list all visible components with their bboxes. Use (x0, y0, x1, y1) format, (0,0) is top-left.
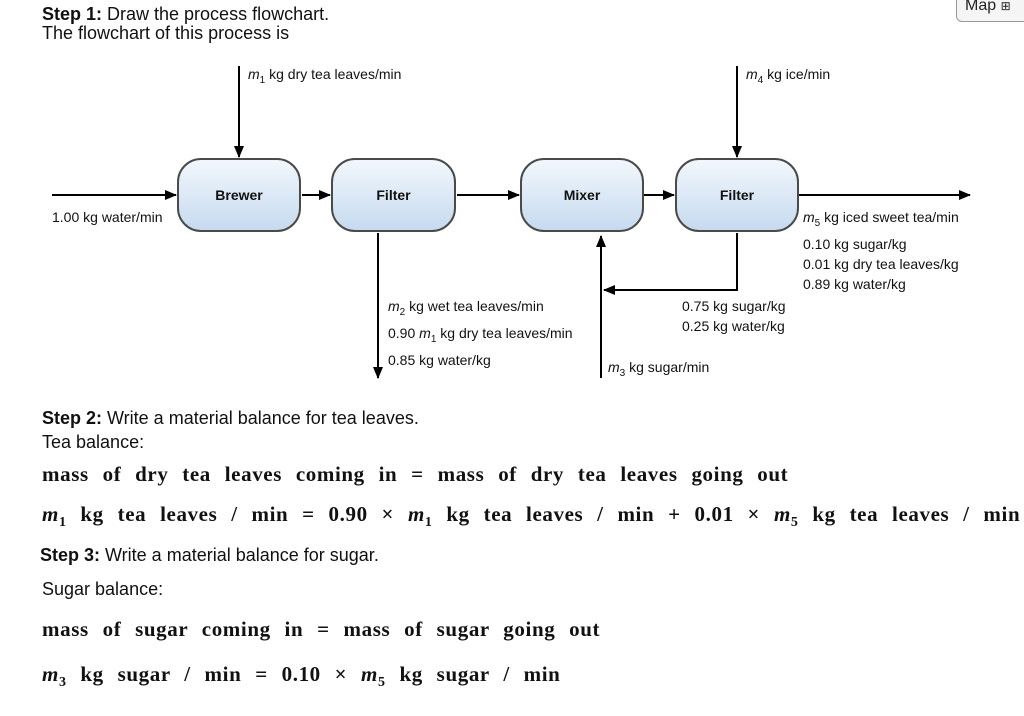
ice-feed-label: m4 kg ice/min (746, 66, 831, 86)
water-feed-label: 1.00 kg water/min (52, 209, 163, 225)
sugar-balance-equation-2: m3 kg sugar / min = 0.10 × m5 kg sugar /… (42, 662, 561, 691)
tea-feed-label: m1 kg dry tea leaves/min (248, 66, 402, 86)
tree-map-icon: ⊞ (1000, 0, 1011, 13)
mixer-unit: Mixer (520, 158, 644, 232)
flowchart-intro: The flowchart of this process is (42, 23, 290, 43)
step1-bold: Step 1: (42, 4, 103, 24)
filter-unit-1: Filter (331, 158, 456, 232)
wet-leaves-label: m2 kg wet tea leaves/min 0.90 m1 kg dry … (388, 298, 573, 368)
tea-balance-label: Tea balance: (42, 432, 145, 452)
sugar-feed-label: m3 kg sugar/min (608, 359, 710, 379)
map-button-label: Map (965, 0, 997, 14)
step3-heading: Step 3: Write a material balance for sug… (40, 545, 379, 565)
tea-balance-equation-2: m1 kg tea leaves / min = 0.90 × m1 kg te… (42, 502, 1021, 531)
sugar-balance-equation-1: mass of sugar coming in = mass of sugar … (42, 617, 601, 641)
brewer-label: Brewer (215, 187, 263, 203)
step1-text: Draw the process flowchart. (102, 4, 330, 24)
filter1-label: Filter (376, 187, 411, 203)
sugar-balance-label: Sugar balance: (42, 579, 164, 599)
step2-heading: Step 2: Write a material balance for tea… (42, 408, 419, 428)
brewer-unit: Brewer (177, 158, 301, 232)
tea-balance-equation-1: mass of dry tea leaves coming in = mass … (42, 462, 789, 486)
map-button[interactable]: Map ⊞ (956, 0, 1024, 22)
product-label: m5 kg iced sweet tea/min 0.10 kg sugar/k… (803, 209, 959, 292)
mixer-label: Mixer (563, 187, 601, 203)
filter2-label: Filter (719, 187, 755, 203)
filter-unit-2: Filter (675, 158, 799, 232)
step1-heading: Step 1: Draw the process flowchart. (42, 4, 329, 25)
recycle-label: 0.75 kg sugar/kg 0.25 kg water/kg (682, 298, 786, 334)
recycle-arrow (603, 233, 738, 295)
